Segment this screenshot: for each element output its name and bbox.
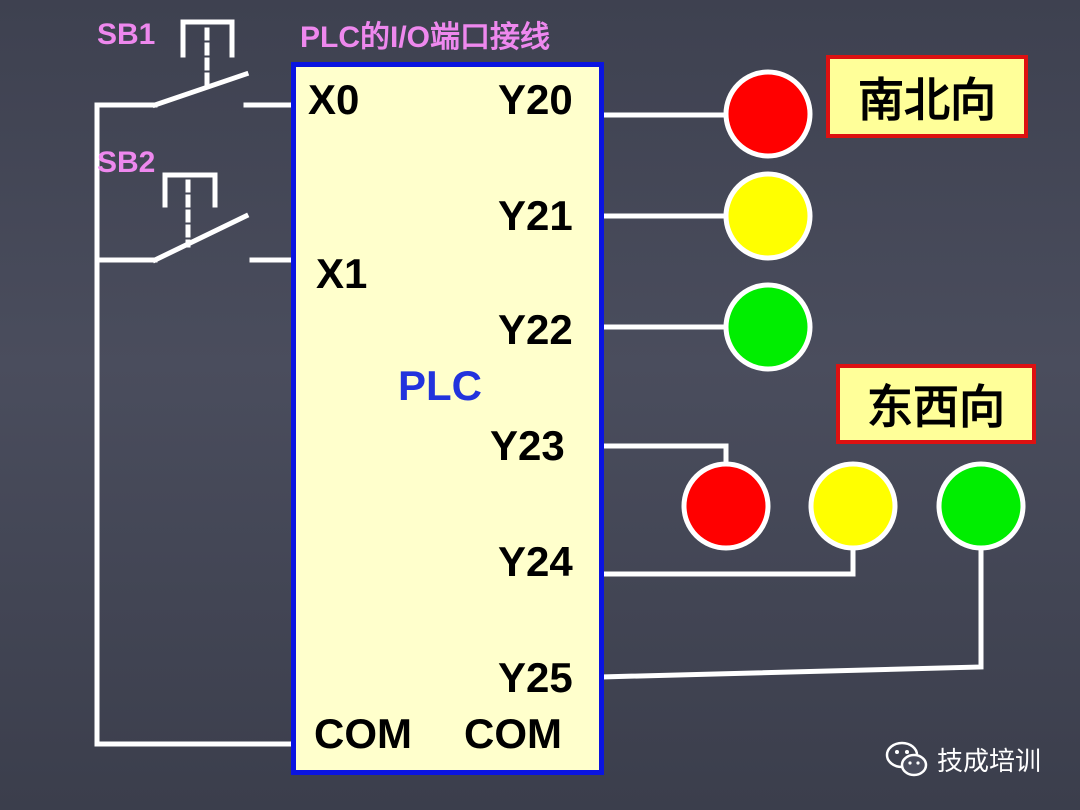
switch-label-sb1: SB1 xyxy=(97,18,156,51)
plc-block xyxy=(291,62,604,775)
watermark: 技成培训 xyxy=(885,740,1041,778)
pin-y25: Y25 xyxy=(498,654,573,701)
ns-lamp-yellow xyxy=(723,171,813,261)
pin-com-left: COM xyxy=(314,710,412,757)
ns-lamp-green xyxy=(723,282,813,372)
ew-lamp-green xyxy=(936,461,1026,551)
sb2-blade xyxy=(151,212,250,264)
pin-x0: X0 xyxy=(308,76,360,123)
ew-lamp-red xyxy=(681,461,771,551)
y25-wire xyxy=(597,545,984,680)
y23-wire xyxy=(597,443,729,468)
sb1-blade xyxy=(151,70,250,109)
east-west-label: 东西向 xyxy=(836,364,1036,444)
left-rail-wire xyxy=(94,102,294,747)
pin-y20: Y20 xyxy=(498,76,573,123)
pin-y24: Y24 xyxy=(498,538,573,585)
ns-lamp-red xyxy=(723,69,813,159)
pin-y22: Y22 xyxy=(498,306,573,353)
pin-y21: Y21 xyxy=(498,192,573,239)
ew-lamp-yellow xyxy=(808,461,898,551)
pin-com-right: COM xyxy=(464,710,562,757)
diagram-title: PLC的I/O端口接线 xyxy=(300,21,551,54)
pin-y23: Y23 xyxy=(490,422,565,469)
wechat-icon xyxy=(885,741,928,777)
north-south-label: 南北向 xyxy=(826,55,1028,138)
switch-label-sb2: SB2 xyxy=(97,146,156,179)
y24-wire xyxy=(597,545,856,577)
plc-label: PLC xyxy=(398,362,482,409)
sb2-button-cap xyxy=(162,172,218,208)
pin-x1: X1 xyxy=(316,250,368,297)
watermark-text: 技成培训 xyxy=(937,746,1042,777)
sb1-button-cap xyxy=(180,19,235,58)
